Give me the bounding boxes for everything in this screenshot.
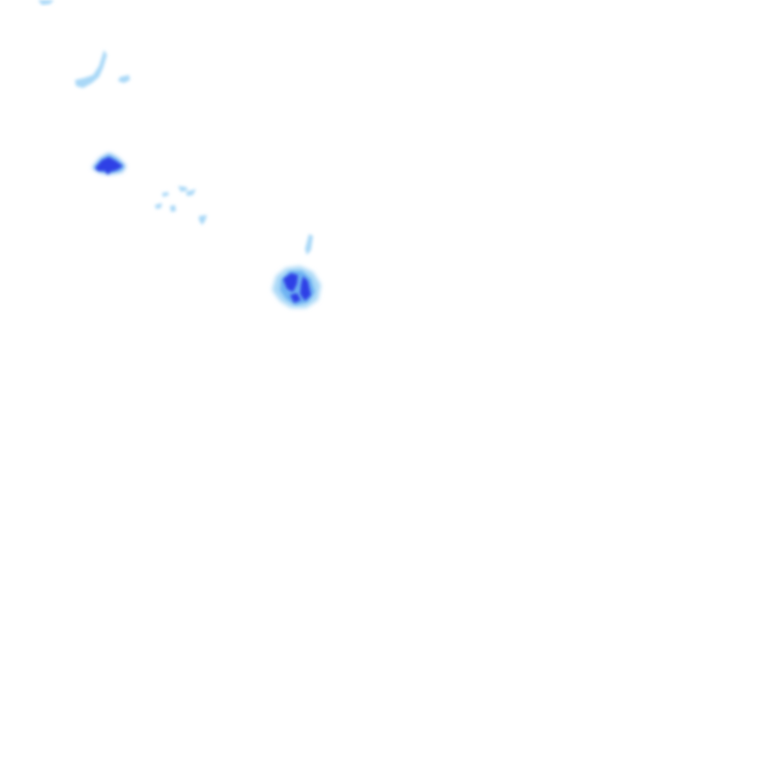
echo-light-area [75,50,107,88]
echo-heavy-area [95,157,123,175]
echo-light-area [38,0,54,5]
echo-streak-upper-left [75,50,130,88]
echo-core-left [92,153,126,175]
echo-heavy-area [283,273,298,292]
echo-light-area [305,234,313,255]
echo-light-area [199,215,207,225]
echo-scattered-specks [155,186,207,225]
echo-light-area [170,205,176,212]
echo-light-area [186,189,196,196]
echo-heavy-area [290,293,301,303]
echo-light-area [155,203,162,209]
echo-heavy-area [300,276,311,301]
echo-light-area [162,192,169,197]
echo-top-left-edge [38,0,54,5]
echo-light-area [178,186,188,192]
echo-light-area [118,75,130,83]
echo-cell-center [272,234,321,308]
